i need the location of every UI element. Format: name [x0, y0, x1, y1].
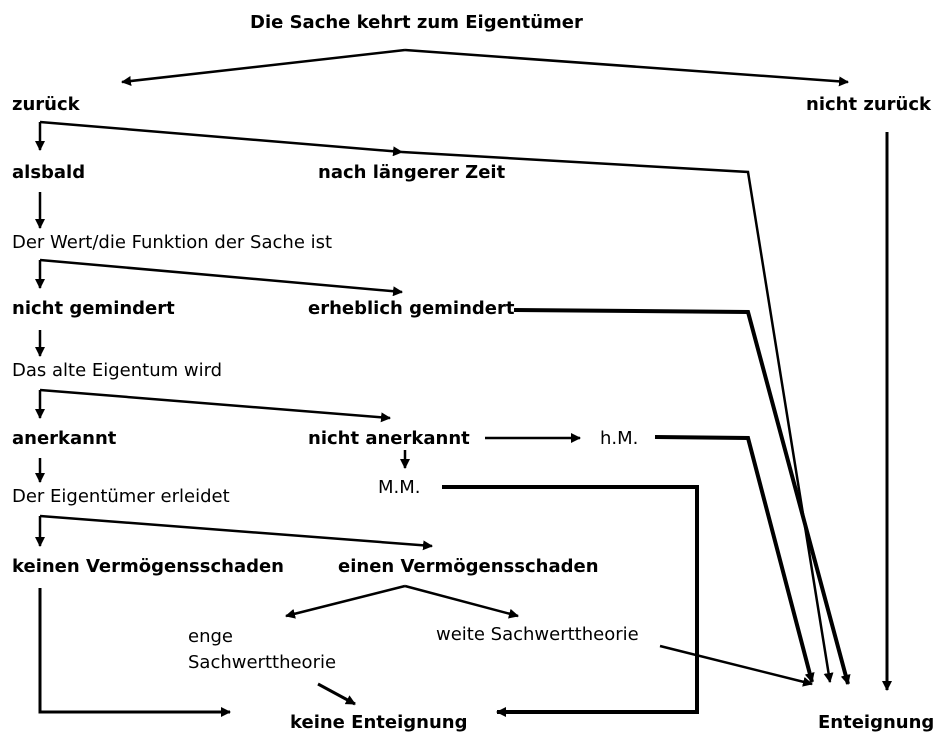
arrow-title-to-nicht-zurueck	[404, 48, 849, 87]
node-erheblich-gemindert: erheblich gemindert	[308, 298, 515, 319]
node-nach-laengerer-zeit: nach längerer Zeit	[318, 162, 506, 183]
node-eigentuemer-erleidet: Der Eigentümer erleidet	[12, 486, 230, 507]
arrow-weite-to-enteignung	[659, 644, 813, 687]
arrow-mm-to-keine-enteignung	[442, 485, 699, 717]
node-mm: M.M.	[378, 477, 421, 498]
node-einen-vermoegensschaden: einen Vermögensschaden	[338, 556, 599, 577]
arrow-zurueck-to-nach-laengerer-zeit	[39, 120, 403, 157]
node-weite-sachwerttheorie: weite Sachwerttheorie	[436, 624, 639, 645]
arrow-keinen-to-keine-enteignung	[38, 588, 231, 717]
node-altes-eigentum: Das alte Eigentum wird	[12, 360, 223, 381]
node-keinen-vermoegensschaden: keinen Vermögensschaden	[12, 556, 284, 577]
node-nicht-anerkannt: nicht anerkannt	[308, 428, 470, 449]
node-wert-funktion: Der Wert/die Funktion der Sache ist	[12, 232, 333, 253]
arrow-enge-to-keine-enteignung	[317, 682, 356, 706]
node-enge-line2: Sachwerttheorie	[188, 652, 337, 673]
arrow-wert-to-erheblich-gemindert	[39, 258, 403, 297]
node-nicht-zurueck: nicht zurück	[806, 94, 931, 115]
line-erheblich-gemindert-to-enteignung	[513, 308, 851, 685]
diagram-title: Die Sache kehrt zum Eigentümer	[250, 12, 583, 33]
node-anerkannt: anerkannt	[12, 428, 117, 449]
arrow-eigentuemer-to-einen	[39, 514, 433, 551]
line-hm-to-enteignung	[654, 435, 815, 683]
node-keine-enteignung: keine Enteignung	[290, 712, 468, 733]
arrow-einen-to-enge	[285, 584, 406, 619]
arrow-title-to-zurueck	[121, 48, 406, 86]
node-zurueck: zurück	[12, 94, 80, 115]
node-alsbald: alsbald	[12, 162, 86, 183]
node-enteignung: Enteignung	[818, 712, 935, 733]
arrow-altes-eigentum-to-nicht-anerkannt	[39, 388, 391, 423]
arrow-einen-to-weite	[404, 584, 519, 619]
node-hm: h.M.	[600, 428, 639, 449]
node-enge-line1: enge	[188, 626, 233, 647]
node-nicht-gemindert: nicht gemindert	[12, 298, 175, 319]
